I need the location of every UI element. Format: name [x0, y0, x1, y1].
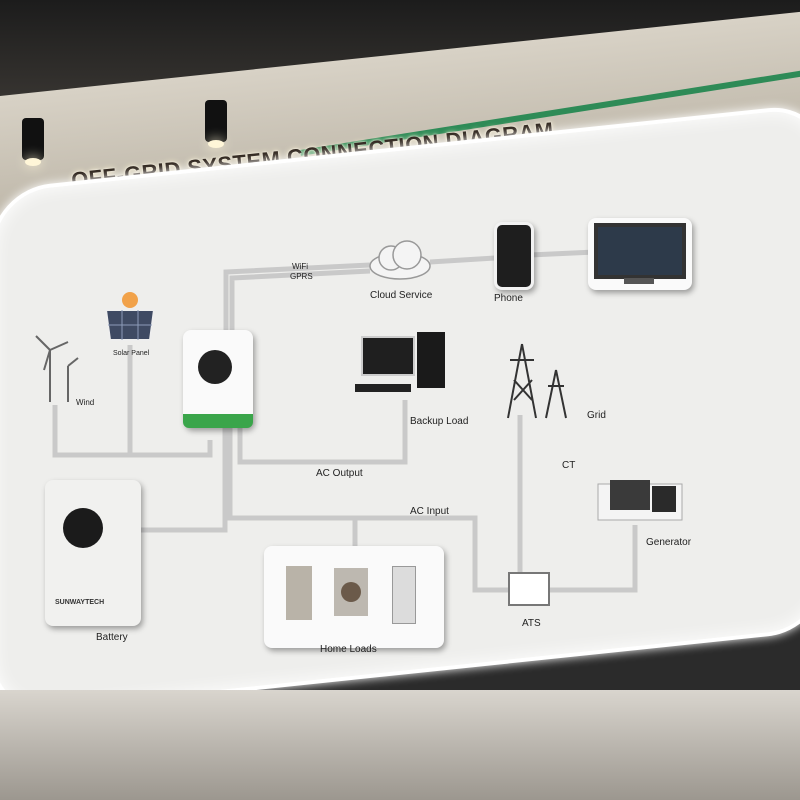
inverter-green-band	[183, 414, 253, 428]
brand-label: SUNWAYTECH	[55, 599, 105, 606]
wind-label: Wind	[76, 398, 95, 407]
ct-label: CT	[562, 460, 576, 471]
ats-switch	[508, 572, 550, 606]
ac-input-label: AC Input	[410, 506, 449, 517]
cloud-service-label: Cloud Service	[370, 290, 433, 301]
solar-panel-icon	[104, 292, 156, 341]
generator-icon	[597, 480, 683, 521]
solar-panel-label: Solar Panel	[113, 350, 150, 357]
home-loads-label: Home Loads	[320, 644, 377, 655]
ac-output-label: AC Output	[316, 468, 363, 479]
battery-unit: SUNWAYTECH	[45, 480, 141, 626]
home-loads-panel	[264, 546, 444, 648]
backup-load-label: Backup Load	[410, 416, 469, 427]
inverter-unit	[183, 330, 253, 428]
phone-label: Phone	[494, 293, 523, 304]
spotlight-left	[22, 118, 44, 166]
battery-label: Battery	[96, 632, 128, 643]
phone-icon	[494, 222, 534, 290]
cloud-icon	[369, 240, 431, 280]
gprs-label: GPRS	[290, 272, 313, 281]
spotlight-right	[205, 100, 227, 148]
grid-tower-icon	[507, 343, 567, 419]
floor	[0, 690, 800, 800]
wind-turbine-icon	[35, 335, 79, 402]
grid-label: Grid	[587, 410, 606, 421]
wifi-label: WiFi	[292, 262, 308, 271]
battery-display	[63, 508, 103, 548]
computer-icon	[345, 332, 451, 404]
generator-label: Generator	[646, 537, 692, 548]
washer-icon	[334, 568, 368, 616]
inverter-display	[198, 350, 232, 384]
monitor-icon	[588, 218, 692, 290]
ats-label: ATS	[522, 618, 541, 629]
fridge-icon	[286, 566, 312, 620]
air-conditioner-icon	[392, 566, 416, 624]
